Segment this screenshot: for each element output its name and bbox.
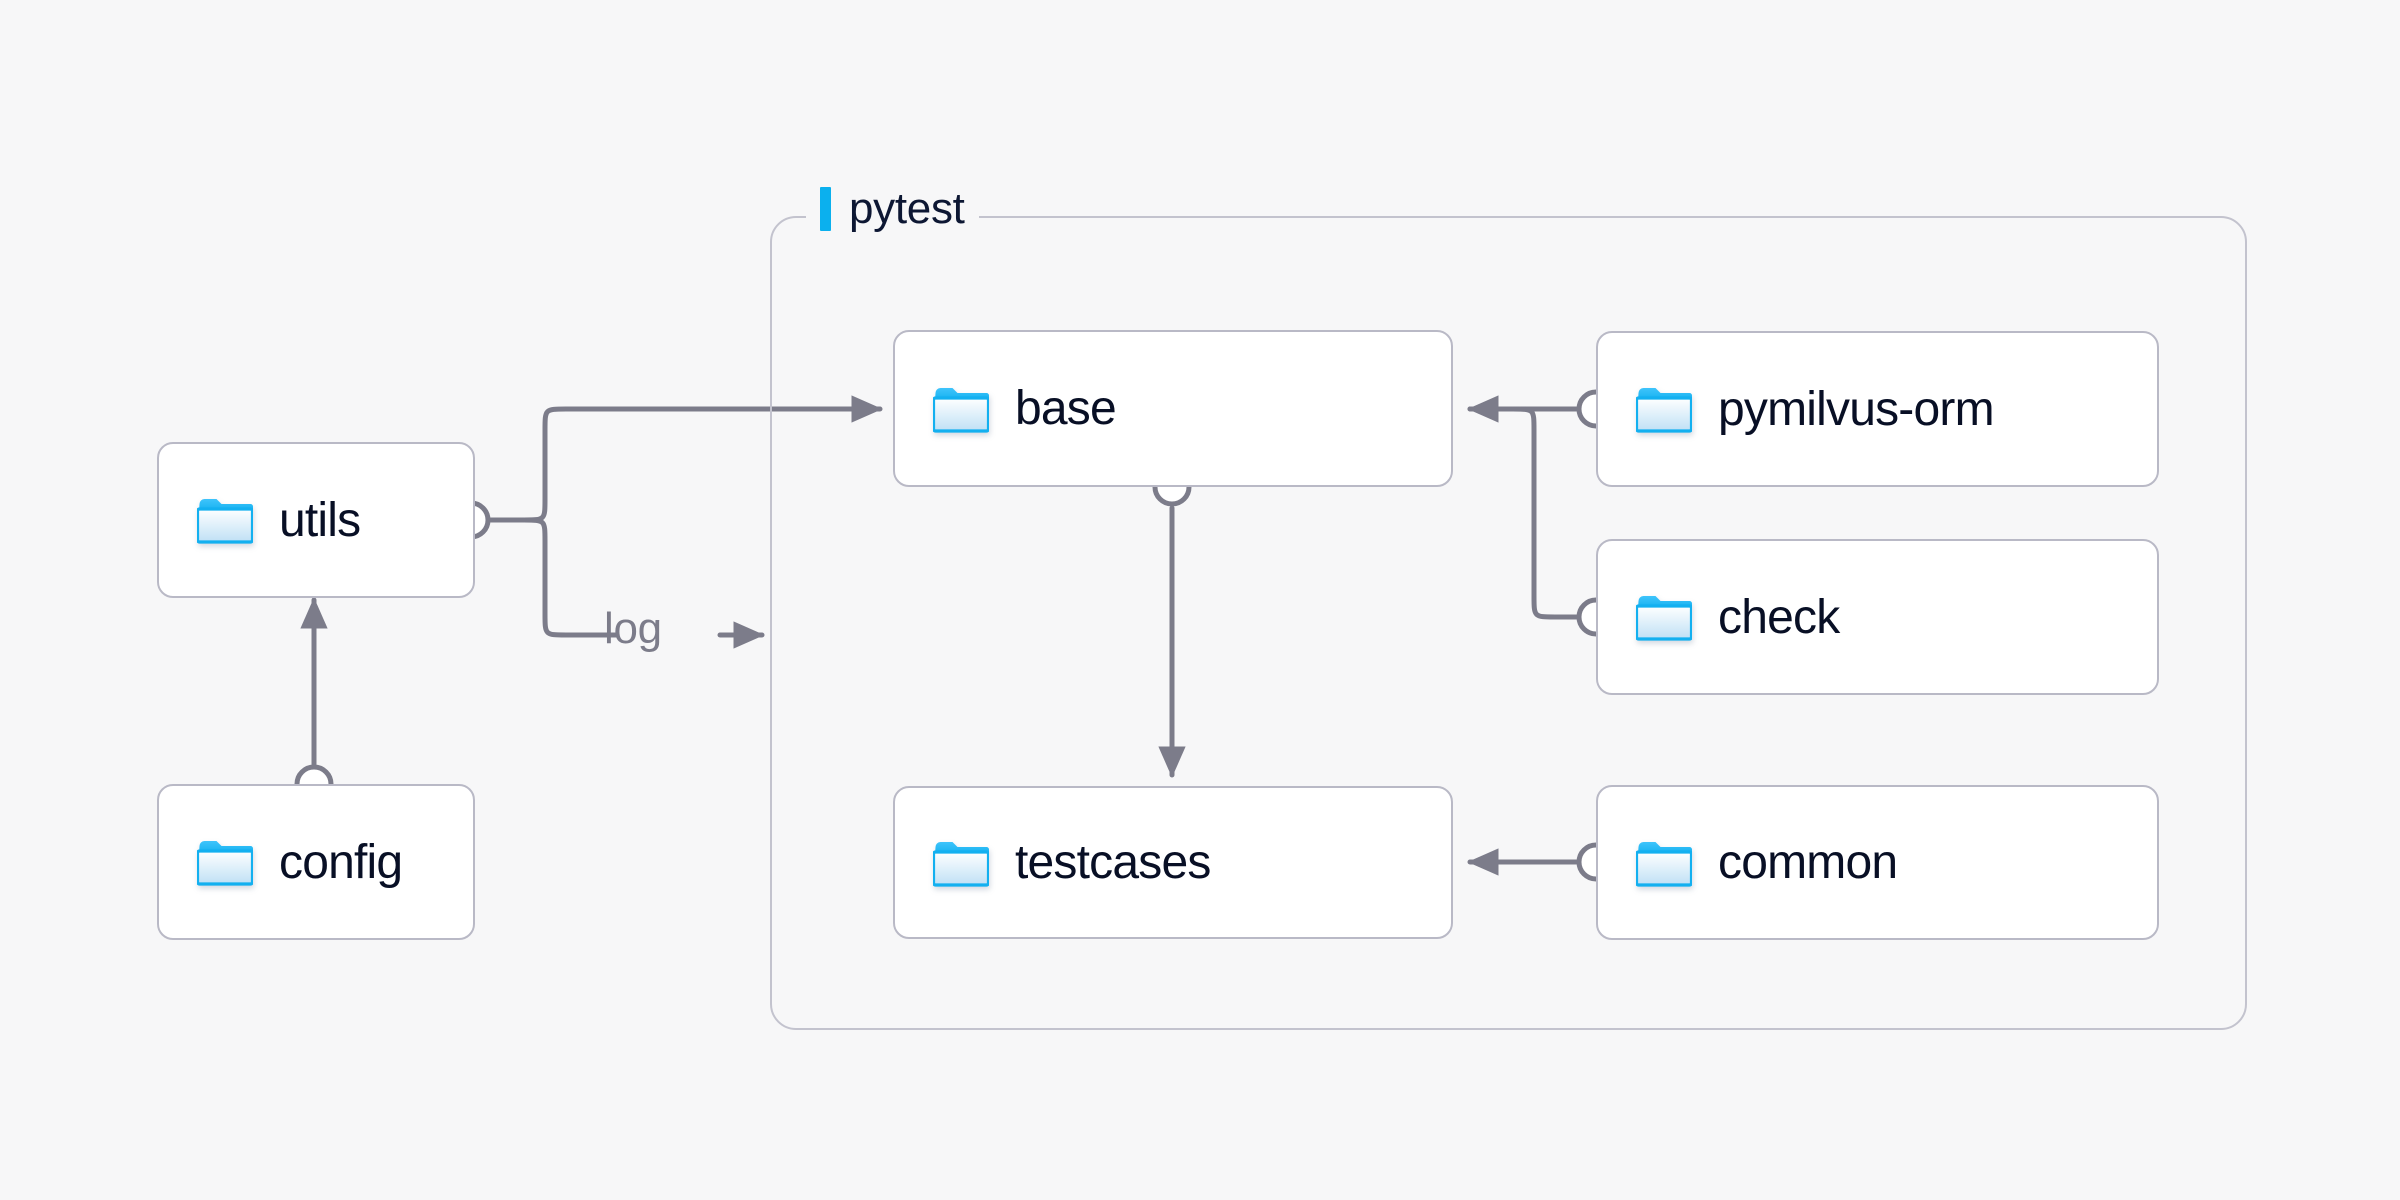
folder-icon <box>933 839 989 887</box>
node-base-label: base <box>1015 382 1117 435</box>
node-check[interactable]: check <box>1596 539 2159 695</box>
node-testcases-label: testcases <box>1015 836 1211 889</box>
node-utils[interactable]: utils <box>157 442 475 598</box>
folder-icon <box>1636 385 1692 433</box>
folder-icon <box>1636 593 1692 641</box>
node-common[interactable]: common <box>1596 785 2159 940</box>
node-config-label: config <box>279 835 403 889</box>
folder-icon <box>197 496 253 544</box>
node-pymilvus-orm[interactable]: pymilvus-orm <box>1596 331 2159 487</box>
group-title: pytest <box>849 184 965 233</box>
folder-icon <box>1636 839 1692 887</box>
edge-label-log: log <box>604 604 662 653</box>
group-pytest-label: pytest <box>806 180 979 238</box>
node-utils-label: utils <box>279 493 361 547</box>
node-common-label: common <box>1718 836 1898 889</box>
node-config[interactable]: config <box>157 784 475 940</box>
node-pymilvus-orm-label: pymilvus-orm <box>1718 382 1995 436</box>
folder-icon <box>933 385 989 433</box>
folder-icon <box>197 838 253 886</box>
group-pytest[interactable] <box>770 216 2247 1030</box>
node-check-label: check <box>1718 590 1840 644</box>
node-base[interactable]: base <box>893 330 1453 487</box>
node-testcases[interactable]: testcases <box>893 786 1453 939</box>
group-accent-bar <box>820 187 831 231</box>
